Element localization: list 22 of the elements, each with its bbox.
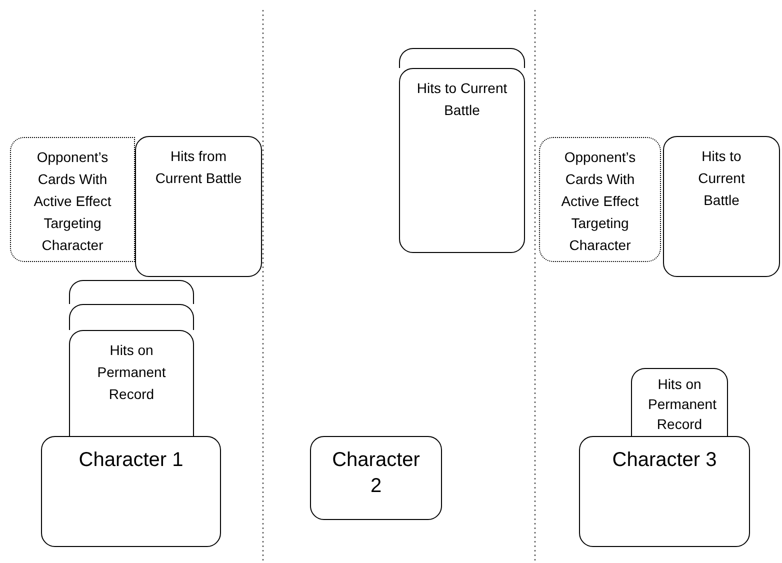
card	[135, 136, 262, 277]
card-label: Character 3	[611, 448, 718, 473]
card-label: Hits from Current Battle	[154, 147, 243, 188]
card-label: Character 1	[78, 448, 184, 473]
character-card	[310, 436, 442, 520]
card-label: Hits to Current Battle	[697, 147, 746, 210]
card-shape	[69, 304, 194, 330]
card-label: Hits on Permanent Record	[96, 341, 167, 404]
card	[631, 368, 728, 436]
card-label: Opponent’s Cards With Active Effect Targeting Character	[32, 148, 112, 255]
card-shape	[399, 48, 525, 68]
character-card	[41, 436, 221, 547]
card-label: Character 2	[331, 448, 421, 499]
card-label: Hits to Current Battle	[416, 79, 508, 120]
card-label: Opponent’s Cards With Active Effect Targeting Character	[560, 148, 640, 255]
card	[399, 68, 525, 253]
card	[663, 136, 780, 277]
card-label: Hits on Permanent Record	[647, 375, 718, 434]
character-card	[579, 436, 750, 547]
dotted-card	[539, 137, 661, 262]
card	[69, 330, 194, 436]
card-shape	[69, 280, 194, 304]
